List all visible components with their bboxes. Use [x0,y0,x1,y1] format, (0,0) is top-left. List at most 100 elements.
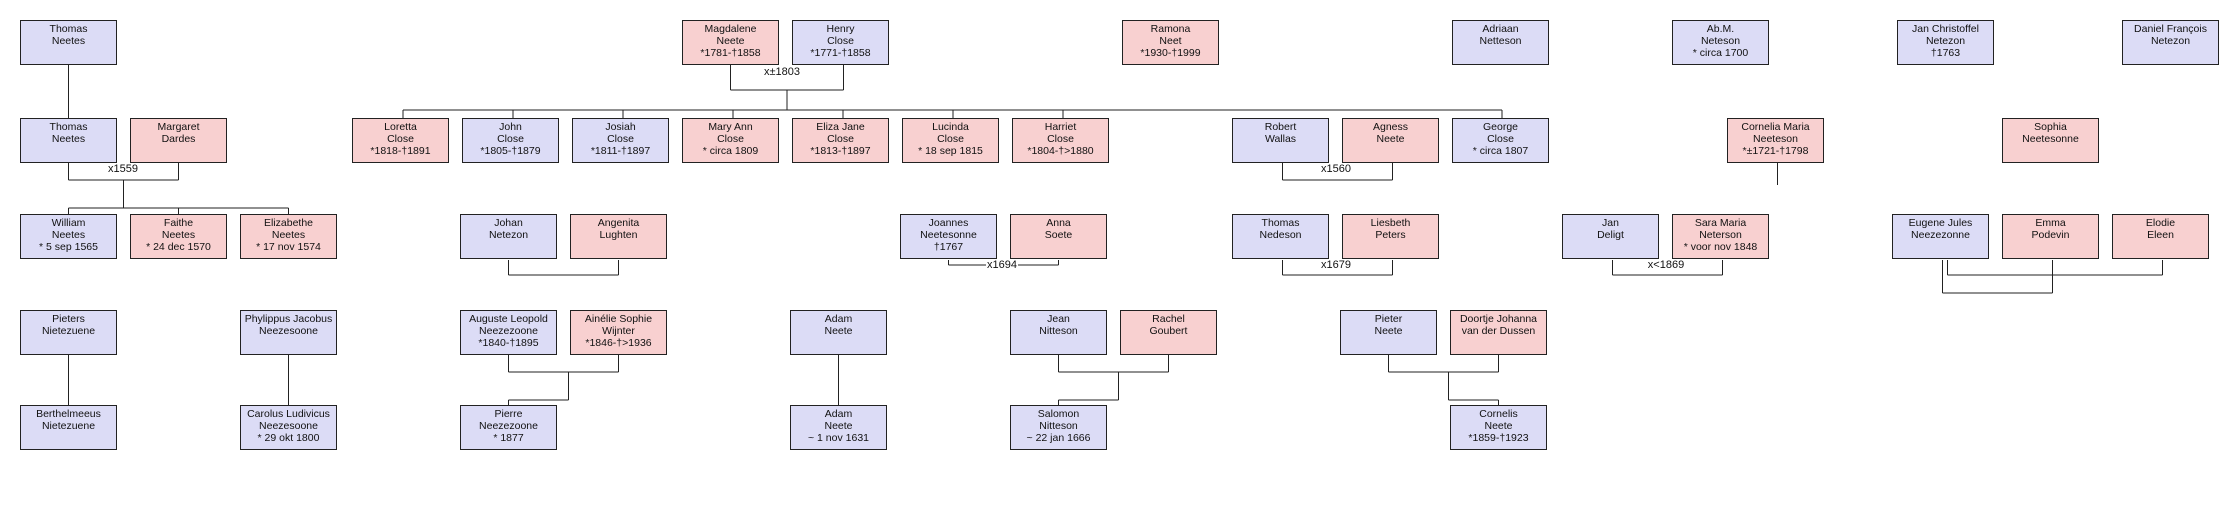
person-line: Jan [1602,217,1619,229]
person-line: * 29 okt 1800 [257,432,320,444]
person-line: Wijnter [602,325,635,337]
person-line: * 17 nov 1574 [256,241,321,253]
person-line: *1859-†1923 [1468,432,1529,444]
person-line: Berthelmeeus [36,408,101,420]
person-line: Neetesonne [920,229,977,241]
person-line: Neetes [161,229,196,241]
person-line: *1840-†1895 [478,337,539,349]
person-line: Harriet [1044,121,1077,133]
person-line: Neetes [51,35,86,47]
person-line: Ramona [1150,23,1191,35]
person-line: Close [1047,133,1074,145]
person-line: Pieter [1374,313,1403,325]
person-line: Lucinda [932,121,969,133]
person-line: Neezezonne [1911,229,1970,241]
person-line: Elizabethe [263,217,314,229]
person-line: *1811-†1897 [590,145,651,157]
person-line: * 24 dec 1570 [146,241,211,253]
person-line: Adriaan [1482,23,1519,35]
person-line: Thomas [49,23,88,35]
person-line: Netezon [2150,35,2191,47]
person-line: * 18 sep 1815 [918,145,983,157]
person-line: Carolus Ludivicus [247,408,330,420]
person-line: Faithe [163,217,194,229]
marriage-label: x1694 [986,259,1018,271]
person-line: Agness [1372,121,1409,133]
person-line: Close [387,133,414,145]
person-card-abm-neteson[interactable]: Ab.M.Neteson* circa 1700 [1672,20,1769,65]
person-line: Neete [824,325,853,337]
marriage-label: x1560 [1320,163,1352,175]
person-line: Neetesonne [2022,133,2079,145]
person-line: Close [497,133,524,145]
person-line: Ainélie Sophie [584,313,653,325]
person-line: Eleen [2147,229,2174,241]
person-line: Neeteson [1753,133,1798,145]
person-line: Eugene Jules [1908,217,1973,229]
person-line: Neezesoone [259,325,318,337]
person-line: Podevin [2031,229,2070,241]
person-line: *1846-†>1936 [585,337,652,349]
person-line: ~ 1 nov 1631 [807,432,869,444]
person-line: * 5 sep 1565 [39,241,98,253]
person-line: Neezesoone [259,420,318,432]
person-line: * circa 1809 [702,145,759,157]
person-line: Daniel François [2134,23,2207,35]
person-line: Neete [1374,325,1403,337]
person-line: Lughten [599,229,638,241]
person-line: Eliza Jane [816,121,865,133]
person-line: Neteson [1700,35,1741,47]
